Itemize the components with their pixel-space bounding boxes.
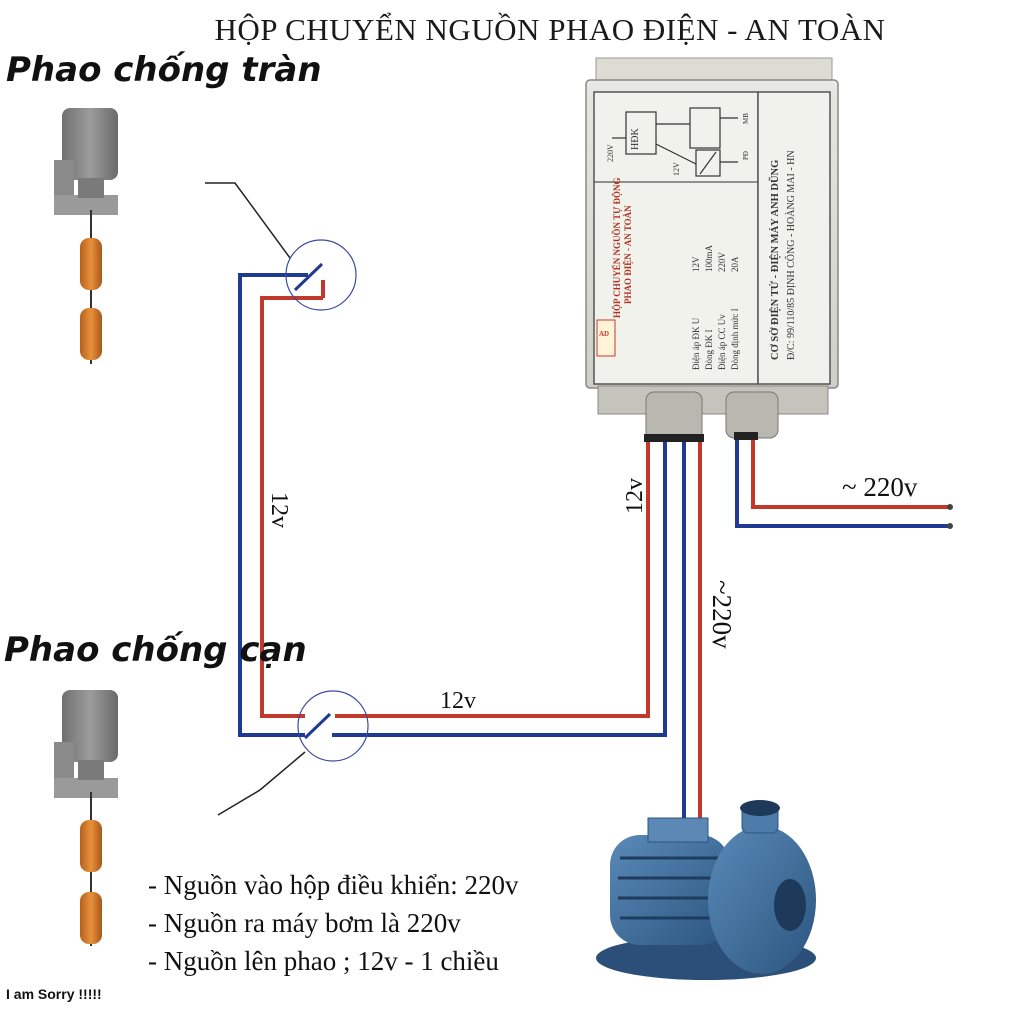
box-brand-line2: PHAO ĐIỆN - AN TOÀN <box>623 205 633 304</box>
water-pump <box>596 800 816 980</box>
mains-wire-blue <box>735 440 948 528</box>
note-item: - Nguồn lên phao ; 12v - 1 chiều <box>148 946 499 976</box>
brand-logo <box>596 319 616 357</box>
schematic-label-hdk: HĐK <box>630 128 641 150</box>
dry-run-float-title: Phao chống cạn <box>4 630 307 670</box>
schematic-label-220v: 220V <box>606 144 615 162</box>
blue-wire-bottom <box>332 442 667 737</box>
pump-wires <box>682 442 702 818</box>
red-wire-left <box>260 296 323 718</box>
box-logo-text: AD <box>599 330 610 338</box>
maker-address: Đ/C: 99/110/85 ĐỊNH CÔNG - HOÀNG MAI - H… <box>786 150 797 360</box>
schematic-label-pd: PĐ <box>742 151 750 160</box>
bottom-wire-voltage-label: 12v <box>440 688 476 714</box>
maker-name: CƠ SỞ ĐIỆN TỬ - ĐIỆN MÁY ANH DŨNG <box>770 159 781 360</box>
note-item: - Nguồn ra máy bơm là 220v <box>148 908 461 938</box>
box-brand-text: HỘP CHUYỂN NGUỒN TỰ ĐỘNG PHAO ĐIỆN - AN … <box>612 177 634 318</box>
box-label-panel <box>593 91 759 385</box>
float-switch-housing <box>62 690 118 762</box>
float-weight-lower <box>80 892 102 944</box>
spec-name: Dòng ĐK I <box>704 329 714 371</box>
overflow-float-title: Phao chống tràn <box>6 50 322 90</box>
box-spec-values: 12V 100mA 220V 20A <box>690 245 742 272</box>
spec-name: Điện áp ĐK U <box>691 317 701 370</box>
spec-value: 220V <box>717 252 727 272</box>
dry-run-switch-symbol <box>297 690 369 762</box>
cable-gland-right <box>725 391 779 439</box>
box-output-voltage-label: 12v <box>622 478 648 514</box>
box-maker-panel <box>757 91 831 385</box>
box-brand-line1: HỘP CHUYỂN NGUỒN TỰ ĐỘNG <box>612 177 622 318</box>
pump-volute <box>708 826 816 974</box>
overflow-switch-symbol <box>285 239 357 311</box>
cable-gland-left <box>645 391 703 441</box>
dry-run-float-switch <box>54 690 118 946</box>
dry-run-pointer-line <box>217 751 306 816</box>
mains-voltage-label: ~ 220v <box>842 472 918 502</box>
control-box <box>585 57 839 442</box>
spec-name: Dòng định mức I <box>730 308 740 370</box>
box-spec-names: Điện áp ĐK U Dòng ĐK I Điện áp CC Uv Dòn… <box>690 308 742 370</box>
spec-value: 100mA <box>704 245 714 272</box>
box-schematic <box>612 107 738 177</box>
red-wire-bottom <box>335 442 650 718</box>
overflow-pointer-line <box>205 182 291 259</box>
schematic-label-mb: MB <box>742 113 750 124</box>
note-item: - Nguồn vào hộp điều khiển: 220v <box>148 870 519 900</box>
float-weight-lower <box>80 308 102 360</box>
notes-list: - Nguồn vào hộp điều khiển: 220v - Nguồn… <box>148 866 518 980</box>
left-wire-voltage-label: 12v <box>266 492 292 528</box>
box-maker-text: CƠ SỞ ĐIỆN TỬ - ĐIỆN MÁY ANH DŨNG Đ/C: 9… <box>768 150 800 360</box>
mains-wire-red <box>751 440 948 509</box>
float-switch-housing <box>62 108 118 180</box>
float-weight-upper <box>80 238 102 290</box>
schematic-label-12v: 12V <box>672 162 681 176</box>
float-loop-wires <box>238 273 667 737</box>
blue-wire-left <box>238 273 308 737</box>
spec-value: 20A <box>730 256 740 273</box>
footer-note: I am Sorry !!!!! <box>6 986 102 1002</box>
spec-name: Điện áp CC Uv <box>717 314 727 370</box>
pump-terminal-box <box>647 817 709 843</box>
page-title: HỘP CHUYỂN NGUỒN PHAO ĐIỆN - AN TOÀN <box>214 12 886 47</box>
mains-input-wires <box>735 440 953 529</box>
overflow-float-switch <box>54 108 118 364</box>
spec-value: 12V <box>691 256 701 273</box>
float-weight-upper <box>80 820 102 872</box>
pump-wire-voltage-label: ~220v <box>707 580 737 649</box>
